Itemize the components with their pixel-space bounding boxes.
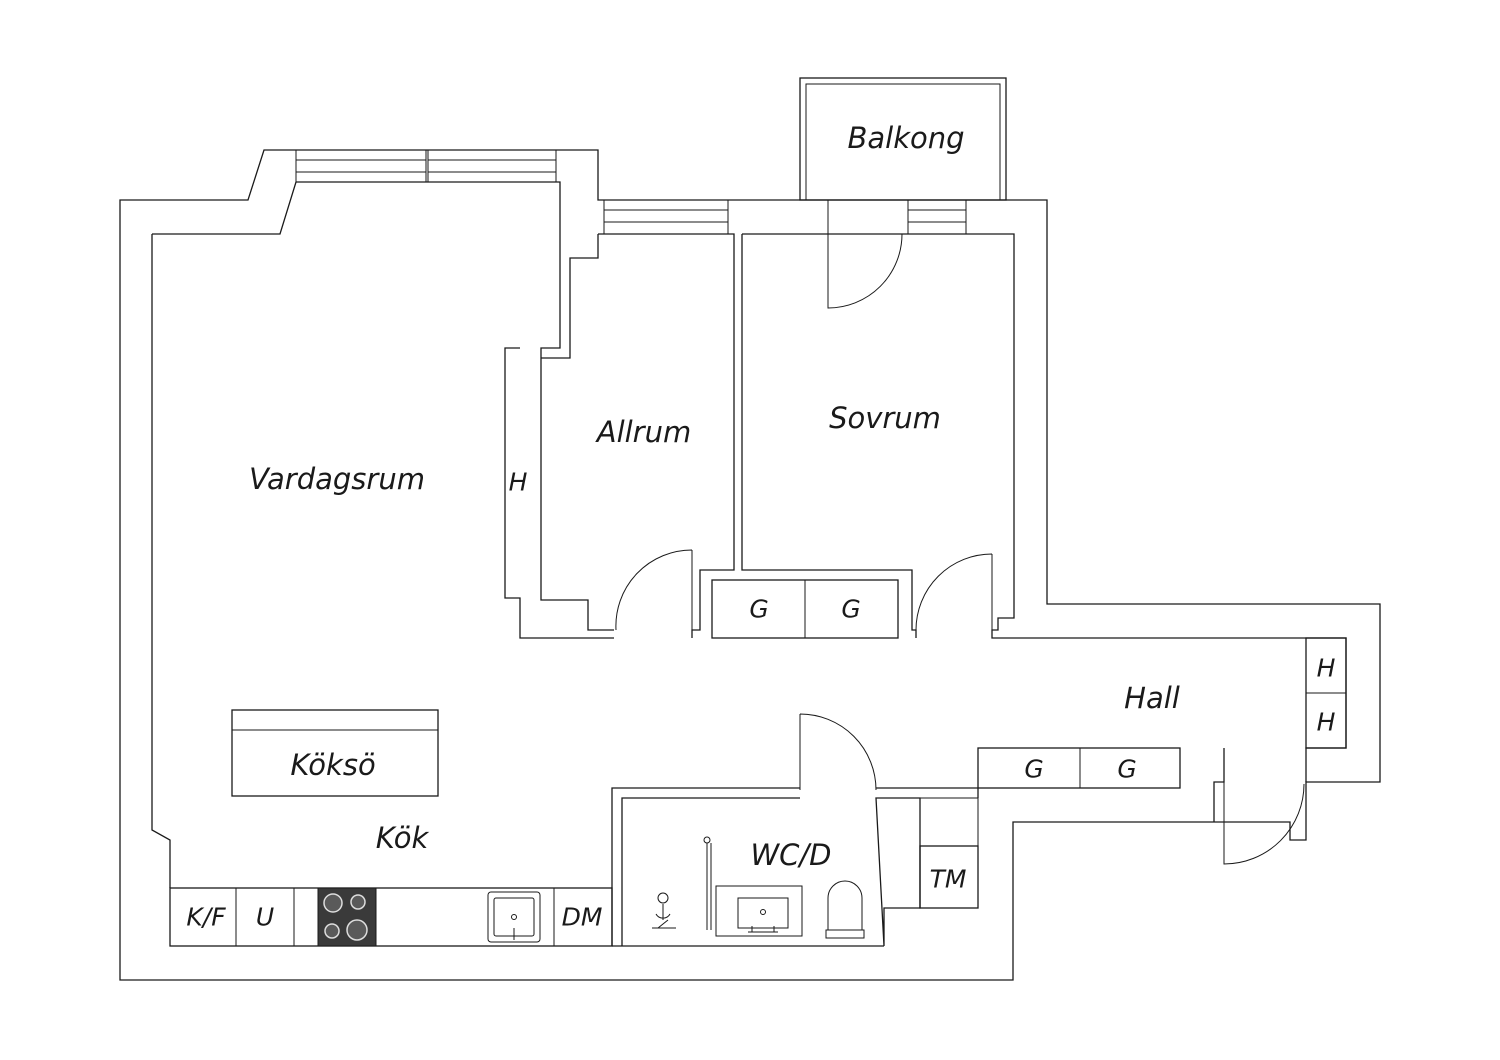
room-label-balkong: Balkong <box>847 121 964 155</box>
hall-wardrobes <box>977 747 1181 789</box>
bathroom-sink-icon <box>715 885 803 937</box>
room-label-hall: Hall <box>1124 681 1180 715</box>
room-label-sovrum: Sovrum <box>829 401 941 435</box>
washing-machine-label: TM <box>930 865 967 894</box>
doors <box>615 200 1305 865</box>
hat-shelf-label-hall-2: H <box>1317 708 1336 737</box>
kitchen-island <box>231 709 439 797</box>
balcony <box>799 77 1007 201</box>
wardrobe-label-hall-2: G <box>1117 755 1136 784</box>
stove-icon <box>317 887 377 947</box>
room-label-vardagsrum: Vardagsrum <box>249 462 425 496</box>
kitchen-sink-icon <box>487 891 541 943</box>
hall-shelves <box>1305 637 1347 749</box>
toilet-icon <box>825 880 865 939</box>
room-label-kok: Kök <box>376 821 430 855</box>
oven-label: U <box>256 903 274 932</box>
washing-machine-box <box>919 797 979 909</box>
room-label-allrum: Allrum <box>595 415 692 449</box>
wardrobe-label-hall-1: G <box>1024 755 1043 784</box>
kitchen-counter <box>169 887 613 947</box>
hat-shelf-label-living: H <box>509 468 528 497</box>
shower-icon <box>652 836 712 930</box>
hat-shelf-label-hall-1: H <box>1317 654 1336 683</box>
bedroom-wardrobes <box>711 579 899 639</box>
room-label-wcd: WC/D <box>750 838 831 872</box>
wardrobe-label-bedroom-2: G <box>841 595 860 624</box>
wardrobe-label-bedroom-1: G <box>749 595 768 624</box>
fridge-freezer-label: K/F <box>186 903 226 932</box>
windows <box>295 149 967 235</box>
kitchen-island-label: Köksö <box>290 748 375 782</box>
dishwasher-label: DM <box>562 903 603 932</box>
